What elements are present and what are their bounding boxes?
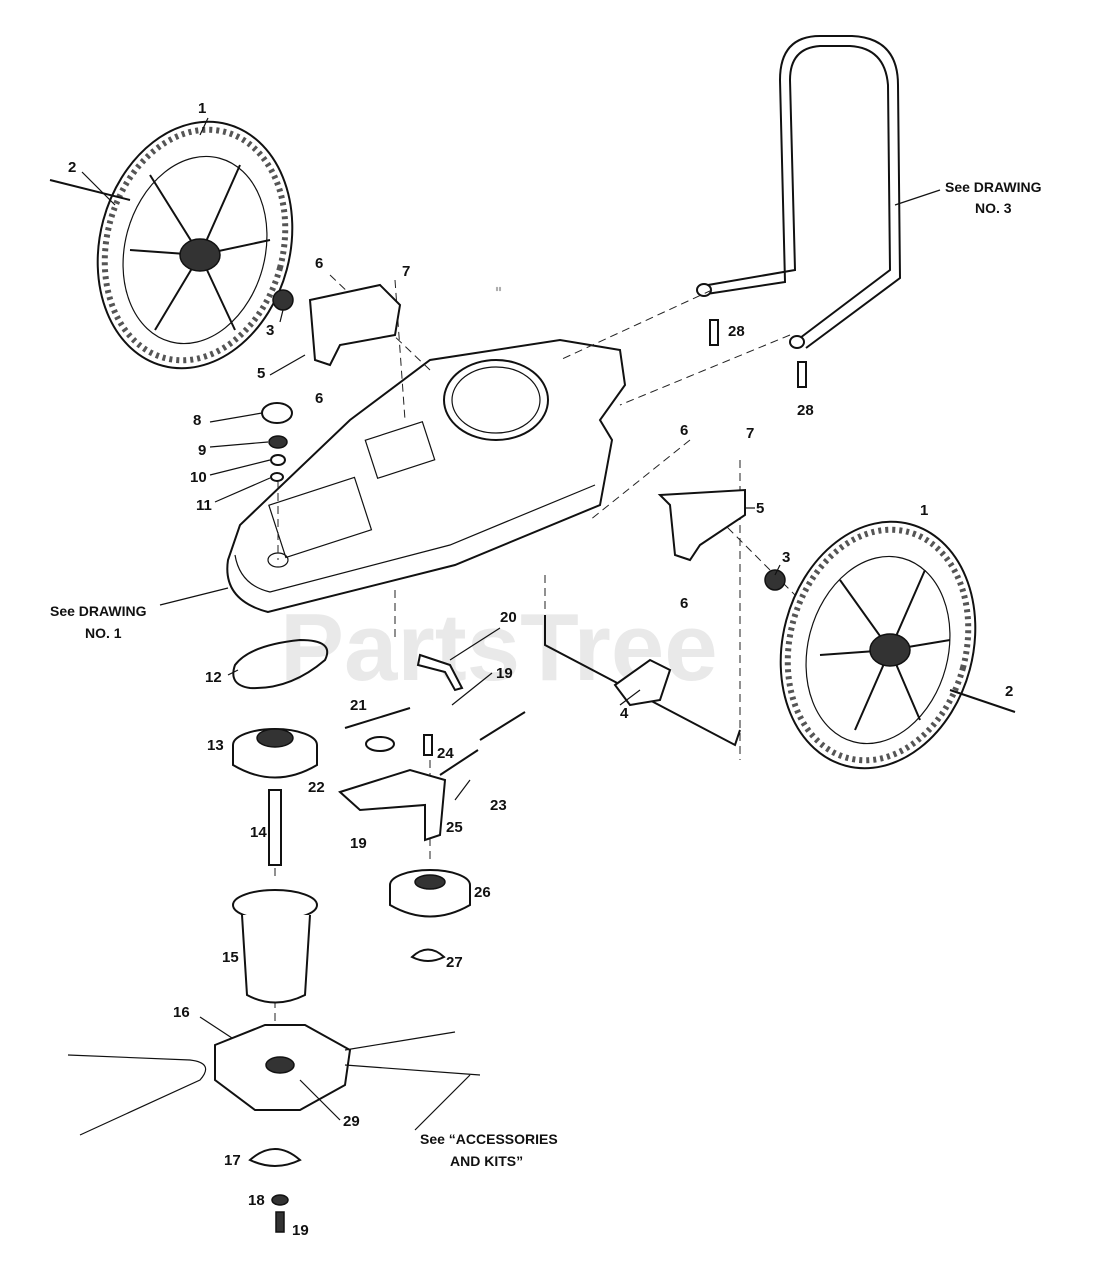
label-1-right: 1 <box>920 502 928 519</box>
bolt-28-b <box>797 361 807 388</box>
bracket-20 <box>416 653 464 692</box>
label-20: 20 <box>500 609 517 626</box>
label-26: 26 <box>474 884 491 901</box>
label-22: 22 <box>308 779 325 796</box>
label-19-b: 19 <box>496 665 513 682</box>
label-13: 13 <box>207 737 224 754</box>
cover-17 <box>248 1148 302 1167</box>
belt <box>232 638 329 690</box>
deck <box>226 286 627 614</box>
label-6-right-bottom: 6 <box>680 595 688 612</box>
pin-24 <box>423 734 433 756</box>
right-axle-bolt <box>949 689 1016 713</box>
left-wheel <box>96 120 294 370</box>
left-axle-bolt <box>49 179 131 201</box>
label-27: 27 <box>446 954 463 971</box>
washer-11 <box>270 472 284 482</box>
label-6-right-top: 6 <box>680 422 688 439</box>
note-accessories-line1: See “ACCESSORIES <box>420 1131 558 1147</box>
label-19-a: 19 <box>350 835 367 852</box>
spring-23 <box>439 711 526 776</box>
label-28-a: 28 <box>728 323 745 340</box>
left-washer <box>272 289 294 311</box>
label-15: 15 <box>222 949 239 966</box>
note-accessories-line2: AND KITS” <box>450 1153 523 1169</box>
label-29: 29 <box>343 1113 360 1130</box>
label-2-right: 2 <box>1005 683 1013 700</box>
arm-25 <box>338 768 447 842</box>
label-17: 17 <box>224 1152 241 1169</box>
right-bracket <box>657 488 746 562</box>
housing-15 <box>232 889 318 1004</box>
label-6-top: 6 <box>315 255 323 272</box>
label-14: 14 <box>250 824 267 841</box>
right-wheel <box>779 520 977 770</box>
trim-line-left <box>67 1054 207 1136</box>
label-21: 21 <box>350 697 367 714</box>
label-7-left: 7 <box>402 263 410 280</box>
label-5-right: 5 <box>756 500 764 517</box>
note-drawing-3-line1: See DRAWING <box>945 179 1042 195</box>
label-3-right: 3 <box>782 549 790 566</box>
trim-line-right <box>344 1031 481 1076</box>
label-4: 4 <box>620 705 629 722</box>
label-2-left: 2 <box>68 159 76 176</box>
label-25: 25 <box>446 819 463 836</box>
bolt-28-a <box>709 319 719 346</box>
pulley-26 <box>389 869 471 918</box>
label-9: 9 <box>198 442 206 459</box>
cap-27 <box>410 948 446 962</box>
washer-18 <box>271 1194 289 1206</box>
leader-lines <box>81 117 941 1131</box>
label-1-left: 1 <box>198 100 206 117</box>
label-5-left: 5 <box>257 365 265 382</box>
screw-19-bottom <box>275 1211 285 1233</box>
left-bracket <box>308 283 402 367</box>
note-drawing-1-line2: NO. 1 <box>85 625 122 641</box>
note-drawing-3-line2: NO. 3 <box>975 200 1012 216</box>
shaft-14 <box>268 789 282 866</box>
label-12: 12 <box>205 669 222 686</box>
washer-10 <box>270 454 286 466</box>
trimmer-head <box>214 1024 352 1111</box>
part-labels: 1 2 3 5 6 6 7 8 9 10 11 12 13 14 15 16 1… <box>68 100 1013 1239</box>
cap-8 <box>261 402 293 424</box>
note-drawing-1-line1: See DRAWING <box>50 603 147 619</box>
label-10: 10 <box>190 469 207 486</box>
label-24: 24 <box>437 745 454 762</box>
label-8: 8 <box>193 412 201 429</box>
label-18: 18 <box>248 1192 265 1209</box>
spring-21 <box>344 707 411 729</box>
label-28-b: 28 <box>797 402 814 419</box>
label-23: 23 <box>490 797 507 814</box>
reference-notes: See DRAWING NO. 3 See DRAWING NO. 1 See … <box>50 179 1042 1169</box>
label-3-left: 3 <box>266 322 274 339</box>
label-19-bottom: 19 <box>292 1222 309 1239</box>
label-11: 11 <box>196 497 212 514</box>
label-7-right: 7 <box>746 425 754 442</box>
right-washer <box>764 569 786 591</box>
label-6-bottom: 6 <box>315 390 323 407</box>
nut-9 <box>268 435 288 449</box>
handle <box>696 35 902 349</box>
pulley-13 <box>232 728 318 779</box>
rod-guard <box>613 658 672 707</box>
label-16: 16 <box>173 1004 190 1021</box>
washer-22 <box>365 736 395 752</box>
